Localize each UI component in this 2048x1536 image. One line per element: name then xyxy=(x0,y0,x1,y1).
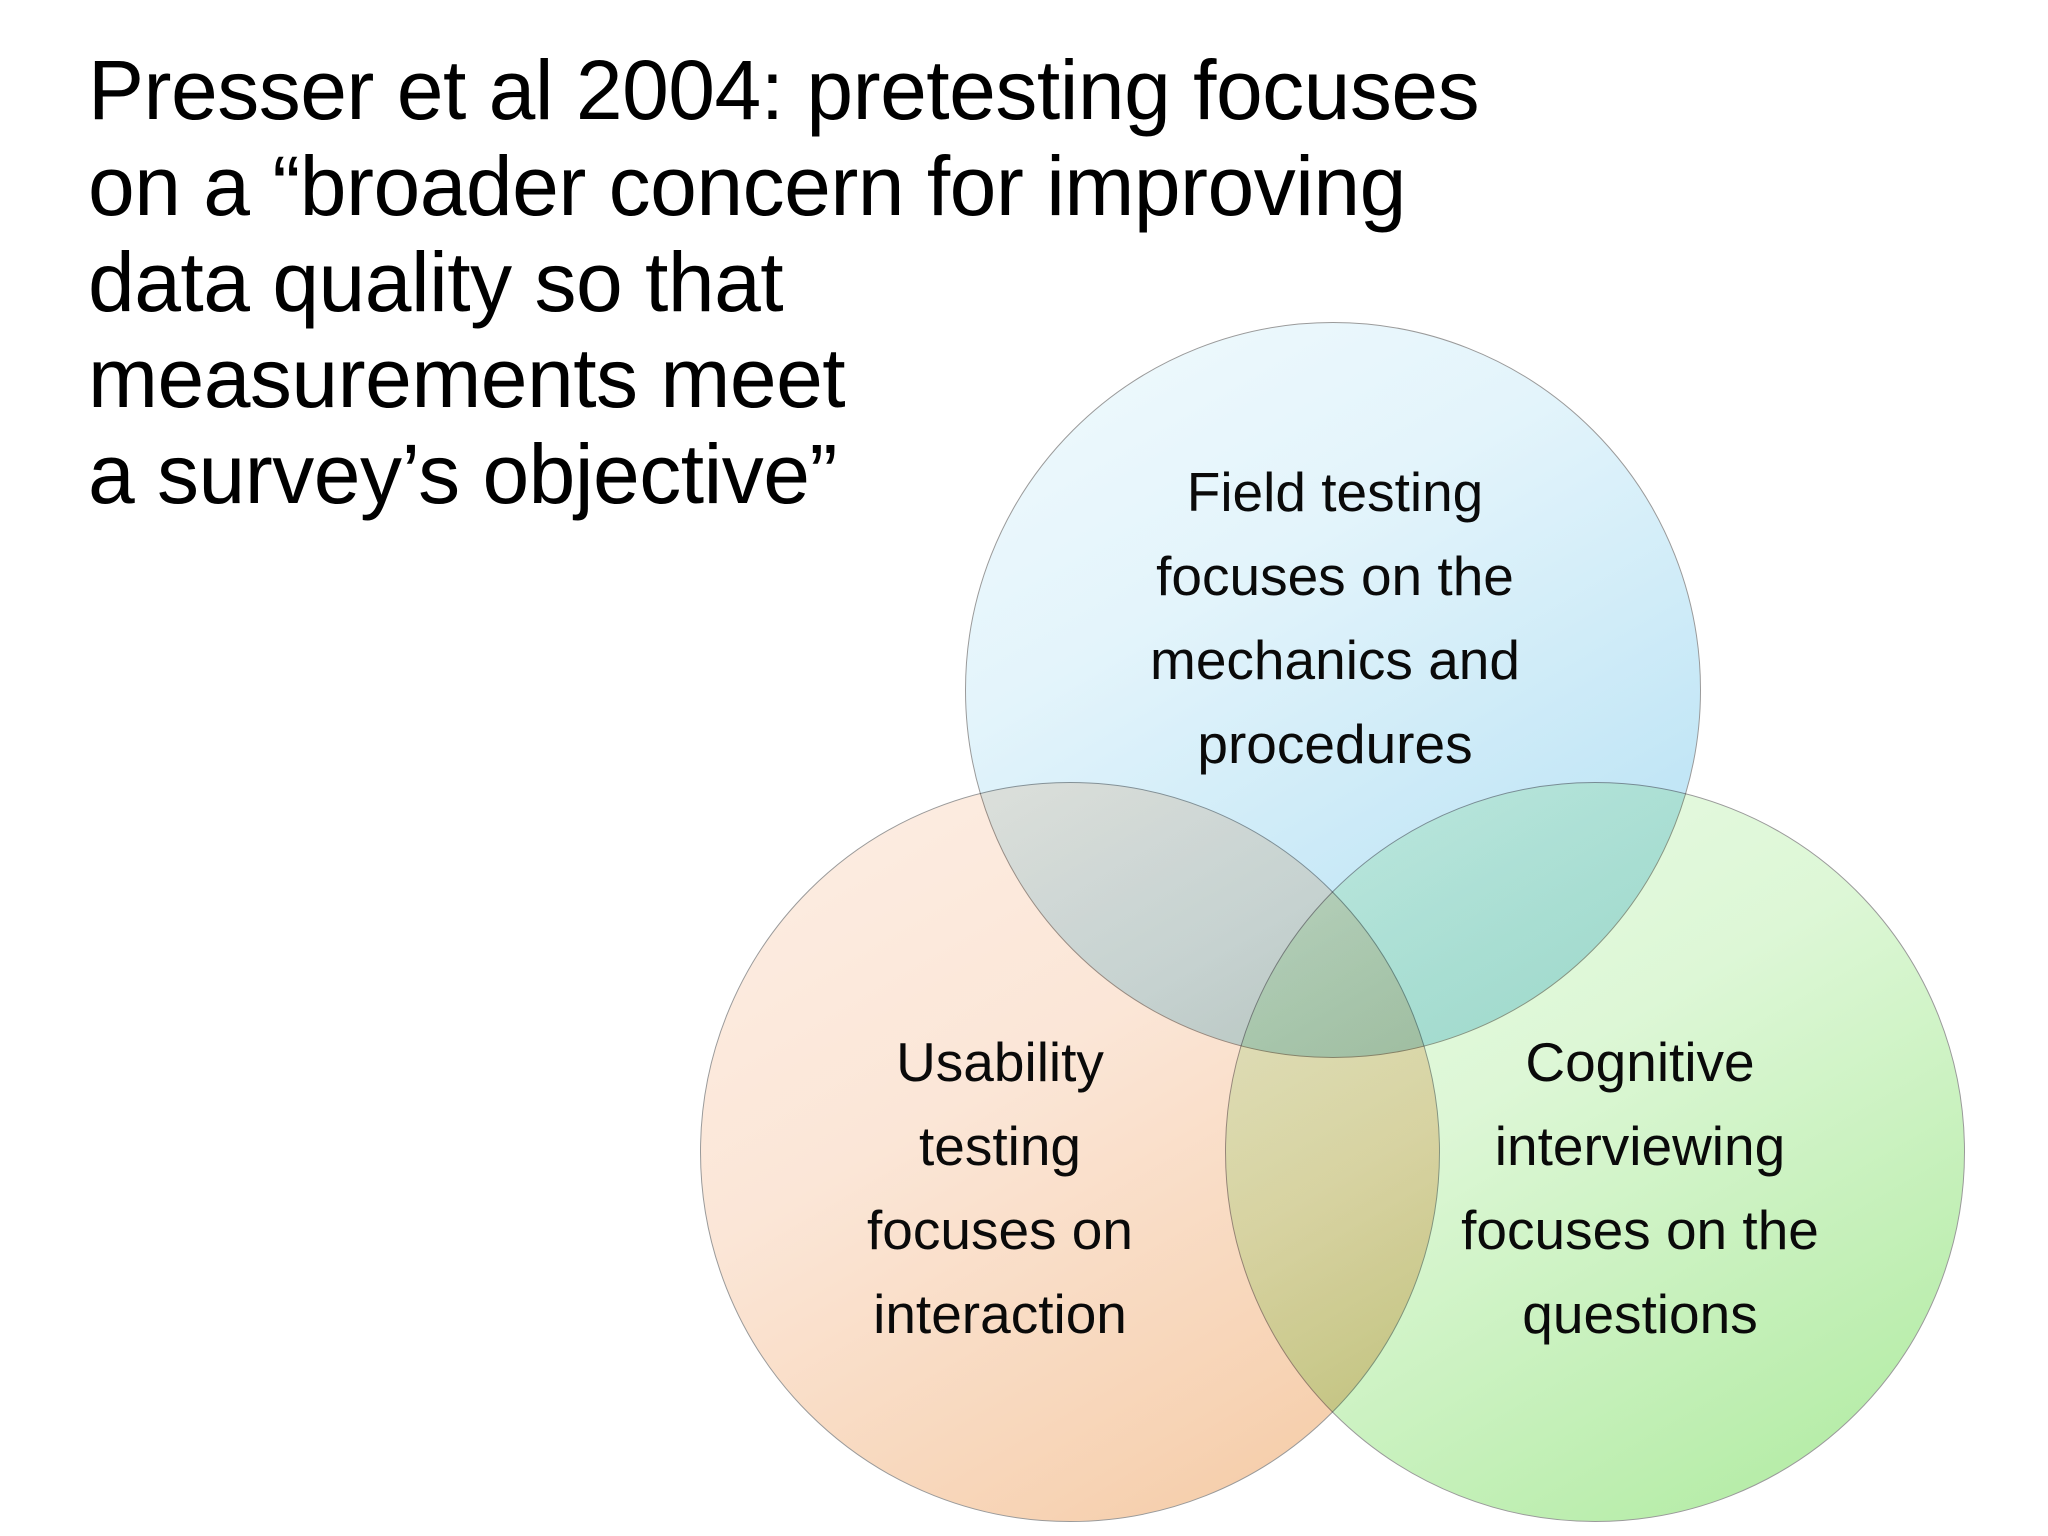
venn-circle-cognitive-interviewing[interactable] xyxy=(1225,782,1965,1522)
title-line-4: measurements meet xyxy=(88,331,846,425)
title-line-2: on a “broader concern for improving xyxy=(88,139,1406,233)
title-line-3: data quality so that xyxy=(88,235,784,329)
page-title: Presser et al 2004: pretesting focuses o… xyxy=(88,42,1480,522)
title-line-1: Presser et al 2004: pretesting focuses xyxy=(88,43,1480,137)
title-line-5: a survey’s objective” xyxy=(88,427,837,521)
